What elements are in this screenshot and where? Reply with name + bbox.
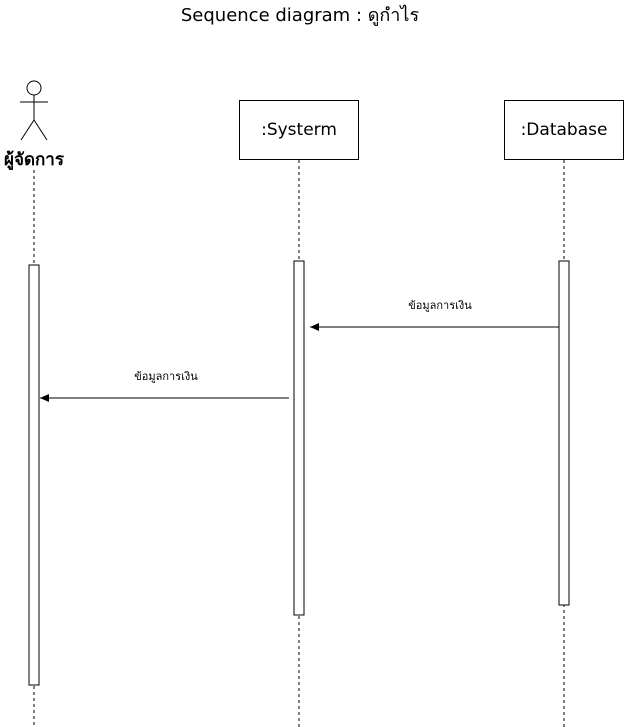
- participant-system-box: :Systerm: [239, 100, 359, 160]
- message-label: ข้อมูลการเงิน: [134, 370, 198, 383]
- actor-label: ผู้จัดการ: [4, 150, 64, 170]
- participant-database-box: :Database: [504, 100, 624, 160]
- participant-system-label: :Systerm: [261, 120, 337, 140]
- activation-bar-database: [558, 260, 570, 606]
- activation-bar-system: [293, 260, 305, 616]
- message-label: ข้อมูลการเงิน: [408, 299, 472, 312]
- diagram-title: Sequence diagram : ดูกำไร: [180, 5, 420, 26]
- participant-database-label: :Database: [520, 120, 608, 140]
- stick-figure-actor-icon: [20, 80, 48, 141]
- activation-bar-actor: [28, 264, 40, 686]
